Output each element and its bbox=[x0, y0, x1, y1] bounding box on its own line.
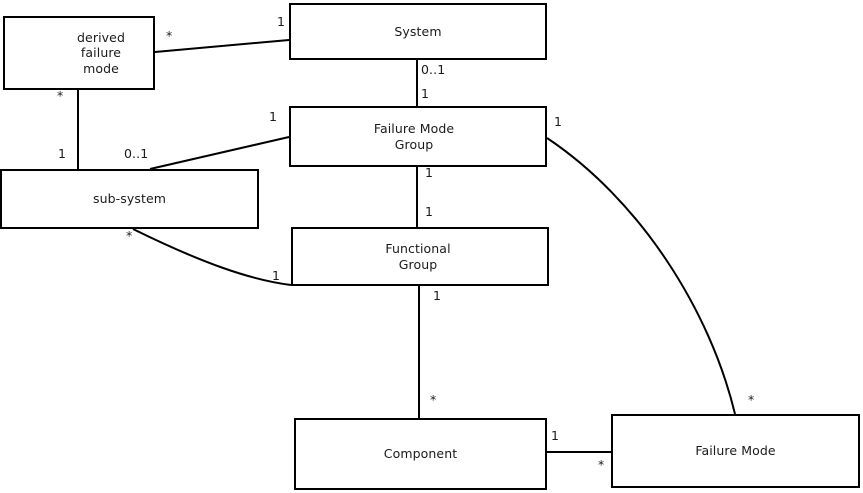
class-box-failure-mode-group[interactable]: Failure Mode Group bbox=[289, 106, 547, 167]
class-box-label-functional-group: Functional Group bbox=[385, 240, 451, 272]
multiplicity-m-fg-component-one: 1 bbox=[433, 288, 442, 303]
multiplicity-m-fmg-fg-one: 1 bbox=[425, 165, 434, 180]
class-box-component[interactable]: Component bbox=[294, 418, 547, 490]
multiplicity-m-fmg-subsystem-one: 1 bbox=[269, 109, 278, 124]
class-box-label-system: System bbox=[394, 23, 442, 39]
multiplicity-m-system-dfm-one: 1 bbox=[277, 14, 286, 29]
class-box-system[interactable]: System bbox=[289, 3, 547, 60]
multiplicity-m-subsystem-fmg-zeroone: 0..1 bbox=[124, 146, 149, 161]
multiplicity-m-subsystem-dfm-one: 1 bbox=[58, 146, 67, 161]
multiplicity-m-subsystem-fg-star: * bbox=[126, 228, 133, 243]
multiplicity-m-fmg-fm-one: 1 bbox=[554, 114, 563, 129]
class-box-label-failure-mode-group: Failure Mode Group bbox=[373, 120, 455, 152]
class-box-failure-mode[interactable]: Failure Mode bbox=[611, 414, 860, 488]
class-box-label-failure-mode: Failure Mode bbox=[695, 443, 776, 459]
multiplicity-m-fm-fmg-star: * bbox=[748, 392, 755, 407]
class-box-sub-system[interactable]: sub-system bbox=[0, 169, 259, 229]
multiplicity-m-fm-component-star: * bbox=[598, 457, 605, 472]
class-box-label-sub-system: sub-system bbox=[92, 191, 167, 207]
multiplicity-m-system-fmg-zeroone: 0..1 bbox=[421, 62, 446, 77]
class-box-functional-group[interactable]: Functional Group bbox=[291, 227, 549, 286]
multiplicity-m-fg-subsystem-one: 1 bbox=[272, 268, 281, 283]
multiplicity-m-component-fm-one: 1 bbox=[551, 428, 560, 443]
multiplicity-m-fmg-system-one: 1 bbox=[421, 86, 430, 101]
edge-failure-mode-group--failure-mode bbox=[546, 137, 736, 415]
multiplicity-m-dfm-system-star: * bbox=[166, 28, 173, 43]
multiplicity-m-fg-fmg-one: 1 bbox=[425, 204, 434, 219]
edge-derived-failure-mode--system bbox=[154, 39, 290, 53]
edge-sub-system--failure-mode-group bbox=[149, 136, 290, 170]
class-box-label-component: Component bbox=[383, 446, 458, 462]
multiplicity-m-component-fg-star: * bbox=[430, 392, 437, 407]
multiplicity-m-dfm-subsystem-star: * bbox=[57, 88, 64, 103]
edge-sub-system--functional-group bbox=[132, 228, 292, 286]
class-box-derived-failure-mode[interactable]: derived failure mode bbox=[3, 16, 155, 90]
class-box-label-derived-failure-mode: derived failure mode bbox=[77, 29, 125, 76]
